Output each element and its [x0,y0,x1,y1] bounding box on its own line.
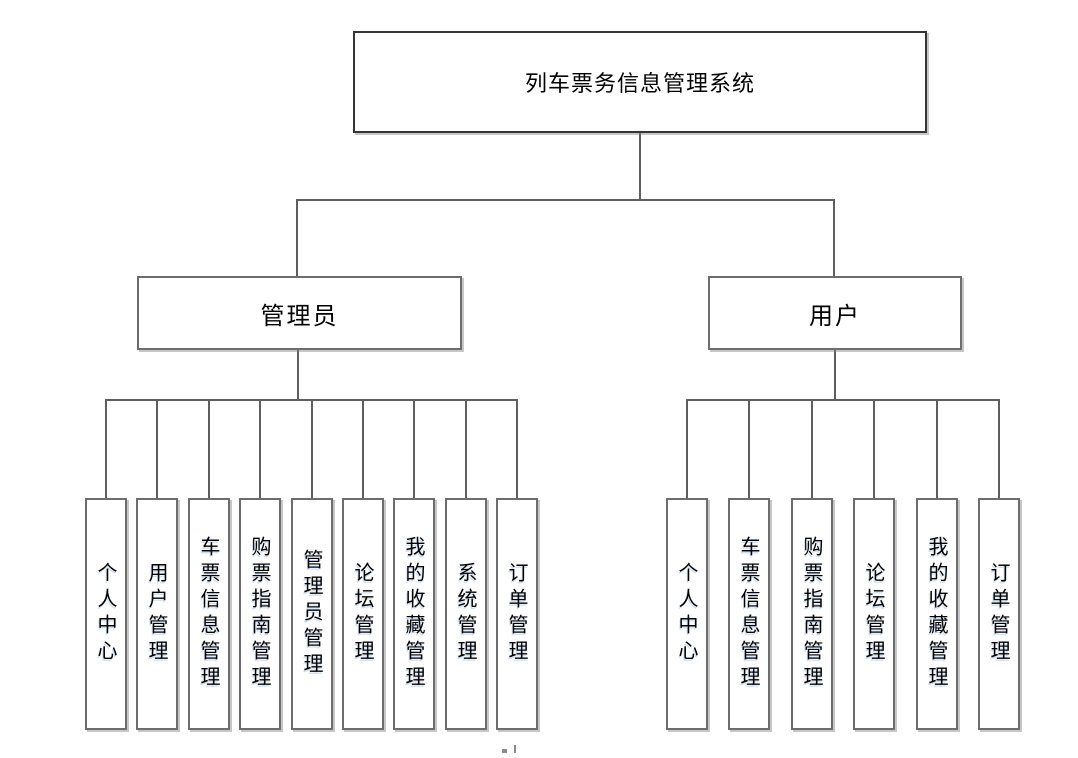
leaf-node-admin-system-management: 系统管理 [445,498,487,730]
leaf-node-user-ticket-info-management: 车票信息管理 [728,498,770,730]
leaf-node-admin-administrator-management: 管理员管理 [291,498,333,730]
leaf-label: 我的收藏管理 [402,536,426,692]
leaf-label: 论坛管理 [351,562,375,666]
leaf-label: 管理员管理 [300,549,324,679]
leaf-label: 购票指南管理 [248,536,272,692]
branch-node-admin: 管理员 [137,276,462,350]
leaf-label: 车票信息管理 [197,536,221,692]
connector-user-stem [834,350,836,399]
branch-node-user: 用户 [708,276,962,350]
connector-admin-drop [311,399,313,498]
leaf-node-user-forum-management: 论坛管理 [853,498,895,730]
leaf-node-user-order-management: 订单管理 [978,498,1020,730]
connector-admin-drop [156,399,158,498]
artifact-mark [502,749,507,753]
connector-level1-bus [296,199,835,201]
leaf-label: 购票指南管理 [800,536,824,692]
leaf-label: 车票信息管理 [737,536,761,692]
connector-admin-drop [465,399,467,498]
connector-user-drop [936,399,938,498]
connector-admin-stem [297,350,299,399]
root-node: 列车票务信息管理系统 [353,31,927,133]
leaf-node-admin-favorites-management: 我的收藏管理 [393,498,435,730]
connector-root-stem [639,133,641,199]
branch-admin-label: 管理员 [260,301,339,330]
connector-admin-drop [413,399,415,498]
leaf-node-admin-ticket-info-management: 车票信息管理 [188,498,230,730]
leaf-label: 个人中心 [94,562,118,666]
leaf-label: 用户管理 [145,562,169,666]
connector-user-drop [811,399,813,498]
leaf-node-user-personal-center: 个人中心 [666,498,708,730]
leaf-label: 个人中心 [675,562,699,666]
root-node-label: 列车票务信息管理系统 [524,72,755,97]
connector-user-drop [998,399,1000,498]
connector-user-drop [748,399,750,498]
connector-admin-drop [516,399,518,498]
leaf-label: 订单管理 [987,562,1011,666]
leaf-node-admin-personal-center: 个人中心 [85,498,127,730]
branch-user-label: 用户 [809,301,861,330]
leaf-node-admin-purchase-guide-management: 购票指南管理 [239,498,281,730]
leaf-node-admin-user-management: 用户管理 [136,498,178,730]
connector-drop-user [833,199,835,276]
connector-user-drop [873,399,875,498]
leaf-label: 论坛管理 [862,562,886,666]
leaf-node-admin-order-management: 订单管理 [496,498,538,730]
artifact-mark [514,745,516,753]
connector-user-bus [686,399,1000,401]
leaf-node-user-favorites-management: 我的收藏管理 [916,498,958,730]
leaf-node-user-purchase-guide-management: 购票指南管理 [791,498,833,730]
connector-admin-drop [105,399,107,498]
leaf-label: 系统管理 [454,562,478,666]
connector-user-drop [686,399,688,498]
connector-admin-drop [259,399,261,498]
connector-admin-drop [362,399,364,498]
connector-admin-drop [208,399,210,498]
leaf-label: 我的收藏管理 [925,536,949,692]
leaf-node-admin-forum-management: 论坛管理 [342,498,384,730]
leaf-label: 订单管理 [505,562,529,666]
connector-drop-admin [296,199,298,276]
